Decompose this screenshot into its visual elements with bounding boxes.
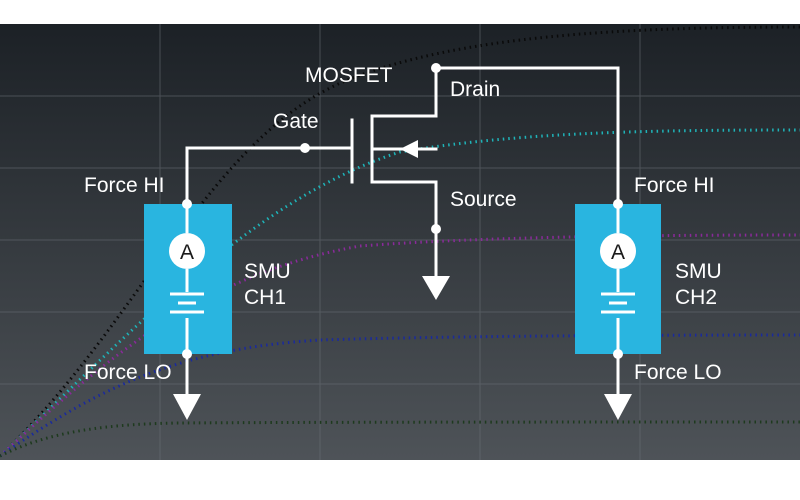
background-curves: [0, 25, 800, 458]
diagram-background: [0, 24, 800, 460]
smu-ch2-box[interactable]: A: [575, 204, 661, 354]
smu1-name-line1: SMU: [244, 260, 291, 283]
ground-arrow-icon: [604, 394, 632, 420]
circuit-wires: [185, 66, 620, 396]
smu1-force-hi-terminal[interactable]: [182, 199, 192, 209]
smu1-force-lo-label: Force LO: [84, 361, 172, 384]
curve-cyan: [0, 128, 800, 458]
mosfet-smu-diagram: A A MOSFET Drain Gate Source: [0, 24, 800, 460]
source-wire: [370, 180, 438, 278]
ground-arrow-icon: [422, 276, 450, 300]
smu-ch1-box[interactable]: A: [144, 204, 232, 354]
ammeter-icon: [169, 233, 205, 269]
drain-to-smu2-wire: [434, 66, 620, 204]
ammeter-icon: [600, 233, 636, 269]
ammeter-label: A: [611, 241, 625, 264]
source-terminal[interactable]: [431, 224, 441, 234]
drain-terminal[interactable]: [431, 63, 441, 73]
smu2-name-line1: SMU: [675, 260, 722, 283]
drain-wire: [370, 66, 438, 118]
smu1-force-hi-label: Force HI: [84, 174, 165, 197]
background-grid: [0, 24, 800, 460]
smu1-force-lo-terminal[interactable]: [182, 349, 192, 359]
mosfet-label: MOSFET: [305, 64, 393, 87]
smu2-name-line2: CH2: [675, 286, 717, 309]
gate-wire: [185, 146, 354, 206]
battery-icon: [170, 292, 204, 314]
smu1-name-line2: CH1: [244, 286, 286, 309]
drain-label: Drain: [450, 78, 500, 101]
source-label: Source: [450, 188, 517, 211]
terminal-dots: [182, 63, 623, 359]
smu2-force-lo-label: Force LO: [634, 361, 722, 384]
smu2-force-lo-terminal[interactable]: [613, 349, 623, 359]
mosfet-symbol-icon: [400, 140, 418, 158]
smu2-force-hi-terminal[interactable]: [613, 199, 623, 209]
ground-arrow-icon: [173, 394, 201, 420]
ammeter-label: A: [180, 241, 194, 264]
battery-icon: [601, 292, 635, 314]
gate-label: Gate: [273, 110, 319, 133]
gate-terminal[interactable]: [300, 143, 310, 153]
smu2-force-hi-label: Force HI: [634, 174, 715, 197]
